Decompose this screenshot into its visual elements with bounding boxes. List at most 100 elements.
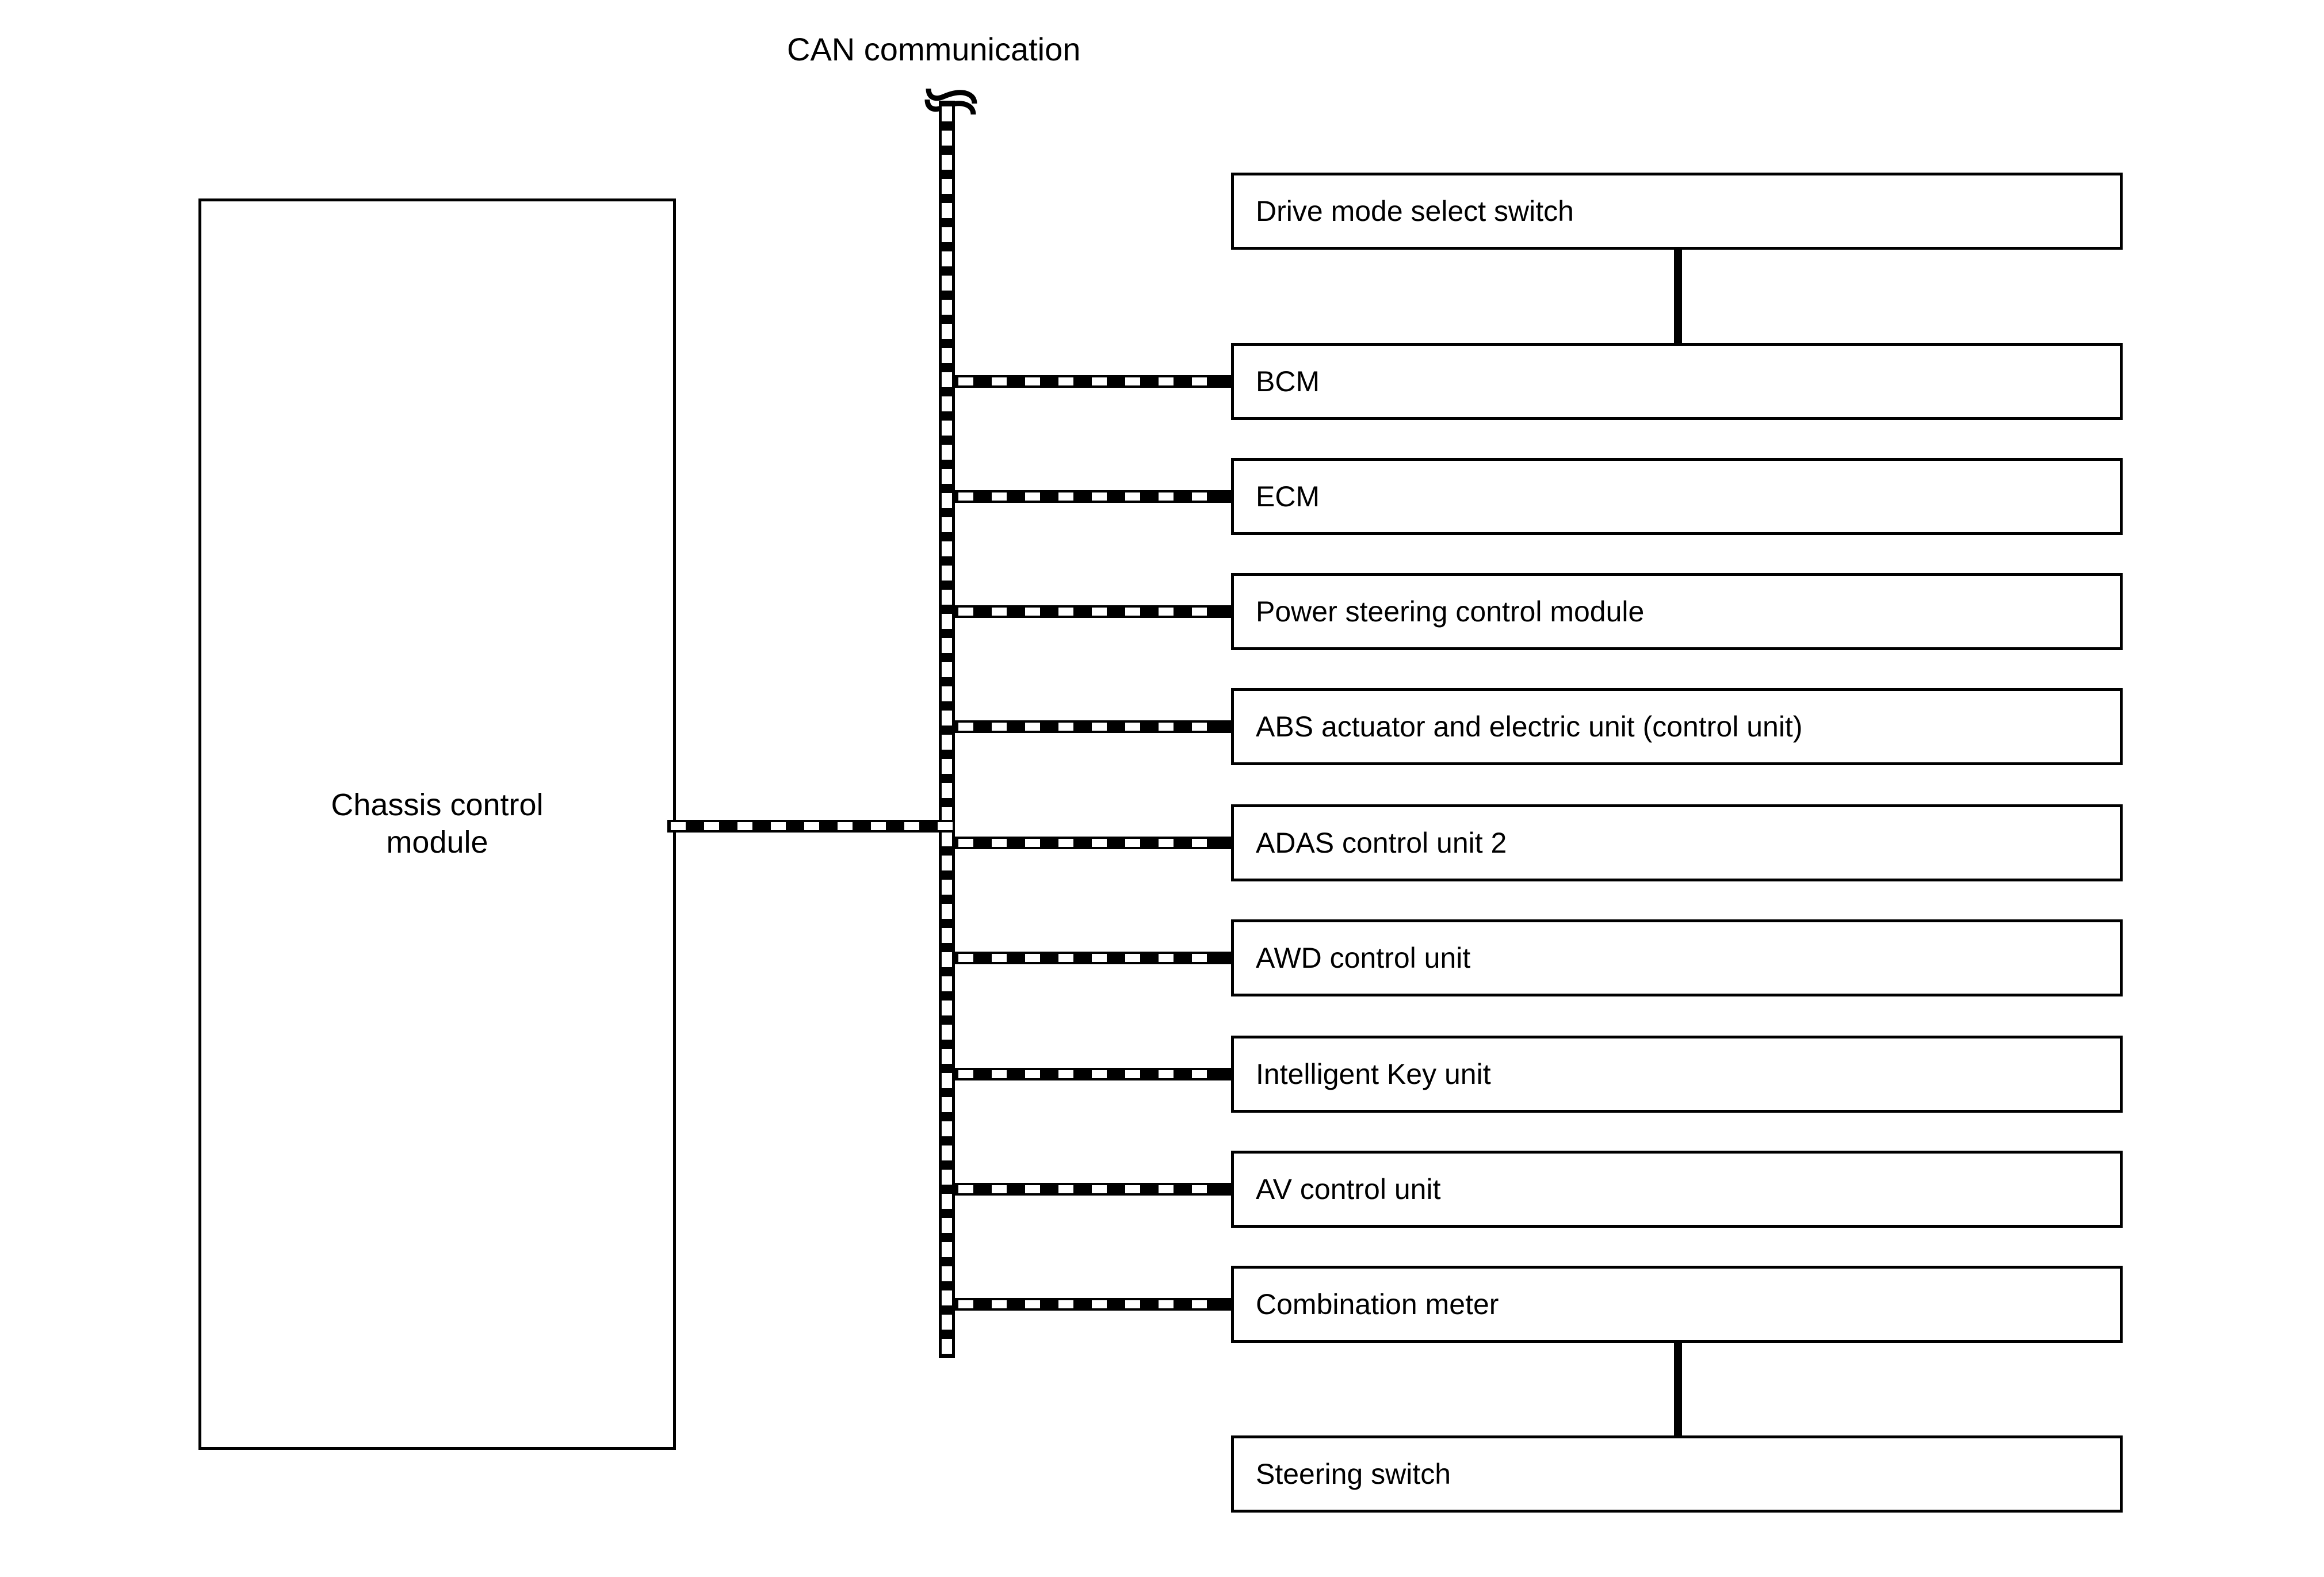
can-bus-branch-adas-control-unit-2: [955, 837, 1231, 849]
can-bus-dash-gap: [1058, 723, 1073, 731]
can-bus-dash-gap: [942, 251, 952, 266]
can-bus-dash-gap: [942, 300, 952, 315]
can-bus-dash-gap: [942, 445, 952, 460]
can-bus-dash-gap: [942, 276, 952, 291]
can-bus-dash-gap: [1192, 1185, 1207, 1193]
can-bus-dash-gap: [1159, 608, 1174, 616]
can-bus-dash-gap: [992, 492, 1007, 501]
can-bus-branch-combination-meter: [955, 1298, 1231, 1311]
can-bus-dash-gap: [1192, 608, 1207, 616]
can-bus-dash-gap: [942, 880, 952, 895]
module-label-bcm: BCM: [1256, 365, 1320, 398]
can-communication-label: CAN communication: [787, 31, 1081, 67]
can-bus-branch-power-steering-control-module: [955, 605, 1231, 618]
module-label-combination-meter: Combination meter: [1256, 1288, 1499, 1320]
can-bus-dash-gap: [1125, 377, 1140, 385]
module-label-drive-mode-select-switch: Drive mode select switch: [1256, 195, 1574, 227]
can-bus-dash-gap: [992, 954, 1007, 962]
can-bus-dash-gap: [1159, 492, 1174, 501]
module-box-steering-switch[interactable]: Steering switch: [1231, 1435, 2123, 1513]
can-bus-trunk: [939, 101, 955, 1358]
can-bus-dash-gap: [1025, 1300, 1040, 1308]
chassis-control-module-box[interactable]: Chassis control module: [198, 198, 676, 1450]
module-box-ecm[interactable]: ECM: [1231, 458, 2123, 535]
can-bus-dash-gap: [871, 822, 886, 830]
module-box-awd-control-unit[interactable]: AWD control unit: [1231, 919, 2123, 996]
can-bus-dash-gap: [942, 976, 952, 991]
can-bus-dash-gap: [1025, 954, 1040, 962]
wire-break-squiggle-icon: [924, 88, 977, 115]
can-bus-dash-gap: [942, 203, 952, 218]
can-bus-dash-gap: [737, 822, 752, 830]
module-label-power-steering-control-module: Power steering control module: [1256, 595, 1645, 628]
can-bus-dash-gap: [1092, 608, 1107, 616]
module-box-adas-control-unit-2[interactable]: ADAS control unit 2: [1231, 804, 2123, 881]
can-bus-dash-gap: [942, 759, 952, 774]
can-bus-dash-gap: [1159, 723, 1174, 731]
can-bus-dash-gap: [838, 822, 853, 830]
can-bus-dash-gap: [958, 1185, 973, 1193]
can-bus-dash-gap: [942, 493, 952, 508]
can-bus-branch-intelligent-key-unit: [955, 1068, 1231, 1080]
can-bus-dash-gap: [942, 566, 952, 581]
can-bus-dash-gap: [942, 1073, 952, 1088]
can-bus-dash-gap: [942, 1218, 952, 1233]
module-box-bcm[interactable]: BCM: [1231, 343, 2123, 420]
module-box-intelligent-key-unit[interactable]: Intelligent Key unit: [1231, 1036, 2123, 1113]
can-bus-dash-gap: [1058, 1185, 1073, 1193]
can-bus-dash-gap: [958, 492, 973, 501]
can-bus-dash-gap: [942, 1266, 952, 1281]
can-bus-dash-gap: [992, 839, 1007, 847]
can-bus-dash-gap: [942, 131, 952, 146]
module-box-av-control-unit[interactable]: AV control unit: [1231, 1151, 2123, 1228]
can-bus-dash-gap: [992, 1185, 1007, 1193]
can-bus-dash-gap: [942, 541, 952, 556]
can-bus-branch-awd-control-unit: [955, 952, 1231, 964]
can-bus-dash-gap: [1125, 1300, 1140, 1308]
can-bus-dash-gap: [1092, 1185, 1107, 1193]
can-bus-dash-gap: [1058, 1070, 1073, 1078]
module-label-av-control-unit: AV control unit: [1256, 1173, 1441, 1205]
module-label-adas-control-unit-2: ADAS control unit 2: [1256, 827, 1507, 859]
can-bus-dash-gap: [1125, 608, 1140, 616]
can-bus-dash-gap: [942, 1194, 952, 1209]
can-bus-dash-gap: [942, 711, 952, 726]
can-bus-dash-gap: [1125, 954, 1140, 962]
can-bus-dash-gap: [771, 822, 786, 830]
can-bus-dash-gap: [1025, 839, 1040, 847]
can-bus-dash-gap: [992, 1300, 1007, 1308]
module-label-intelligent-key-unit: Intelligent Key unit: [1256, 1058, 1491, 1090]
can-bus-branch-bcm: [955, 375, 1231, 388]
can-bus-dash-gap: [992, 608, 1007, 616]
can-bus-dash-gap: [958, 377, 973, 385]
can-bus-dash-gap: [804, 822, 819, 830]
module-box-drive-mode-select-switch[interactable]: Drive mode select switch: [1231, 173, 2123, 250]
can-bus-dash-gap: [1125, 839, 1140, 847]
can-bus-dash-gap: [942, 686, 952, 701]
can-bus-dash-gap: [1058, 608, 1073, 616]
can-bus-dash-gap: [1025, 492, 1040, 501]
can-bus-dash-gap: [1192, 492, 1207, 501]
can-bus-dash-gap: [1125, 1185, 1140, 1193]
can-bus-dash-gap: [942, 614, 952, 629]
can-bus-dash-gap: [942, 1097, 952, 1112]
can-bus-dash-gap: [1092, 377, 1107, 385]
can-bus-dash-gap: [942, 590, 952, 605]
can-bus-dash-gap: [942, 1242, 952, 1257]
can-bus-dash-gap: [938, 822, 953, 830]
can-bus-dash-gap: [942, 735, 952, 750]
can-bus-dash-gap: [1192, 377, 1207, 385]
can-bus-dash-gap: [1092, 1300, 1107, 1308]
can-bus-dash-gap: [1159, 377, 1174, 385]
module-box-power-steering-control-module[interactable]: Power steering control module: [1231, 573, 2123, 650]
module-box-abs-actuator-and-electric-unit[interactable]: ABS actuator and electric unit (control …: [1231, 688, 2123, 765]
can-bus-dash-gap: [1159, 839, 1174, 847]
can-bus-dash-gap: [942, 106, 952, 121]
can-bus-dash-gap: [958, 723, 973, 731]
can-bus-dash-gap: [942, 662, 952, 677]
module-box-combination-meter[interactable]: Combination meter: [1231, 1266, 2123, 1343]
can-bus-dash-gap: [1192, 1070, 1207, 1078]
can-bus-dash-gap: [1058, 1300, 1073, 1308]
can-bus-dash-gap: [942, 831, 952, 846]
